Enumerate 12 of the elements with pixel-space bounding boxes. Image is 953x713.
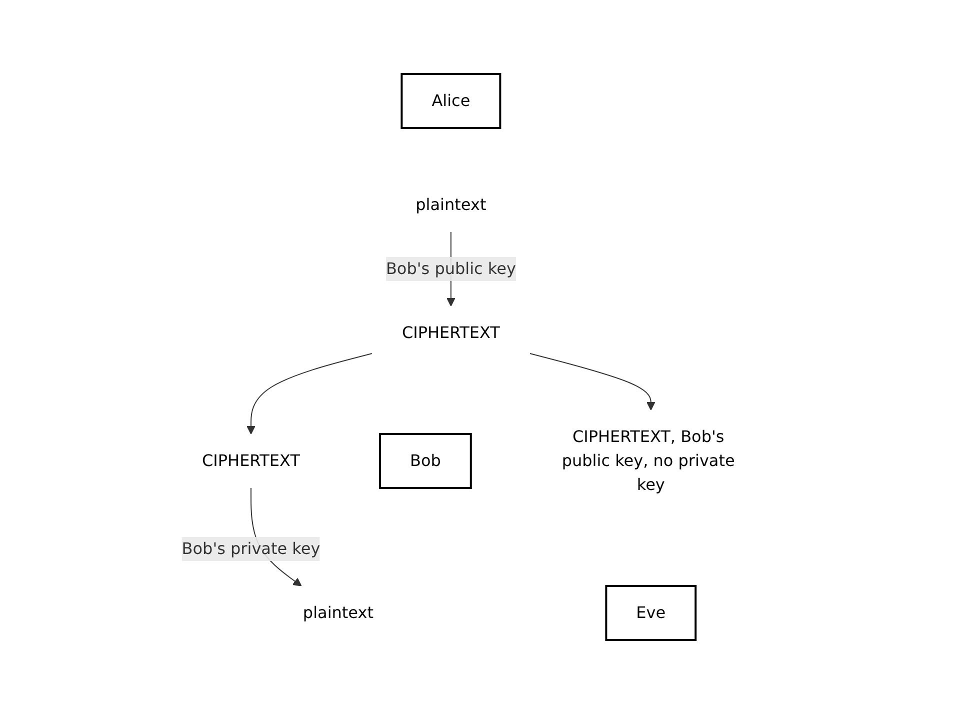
node-text: CIPHERTEXT, Bob's public key, no private key — [562, 426, 735, 494]
node-box: Bob — [379, 432, 472, 488]
arrow — [529, 352, 656, 410]
node-text: CIPHERTEXT — [402, 322, 500, 342]
edge-label: Bob's public key — [386, 258, 516, 278]
node-box: Alice — [400, 72, 502, 128]
edge-label: Bob's private key — [182, 538, 320, 558]
node-box: Eve — [605, 584, 697, 640]
arrow — [246, 352, 372, 434]
node-text: plaintext — [302, 602, 374, 622]
node-text: plaintext — [416, 194, 486, 214]
node-text: CIPHERTEXT — [202, 450, 300, 470]
